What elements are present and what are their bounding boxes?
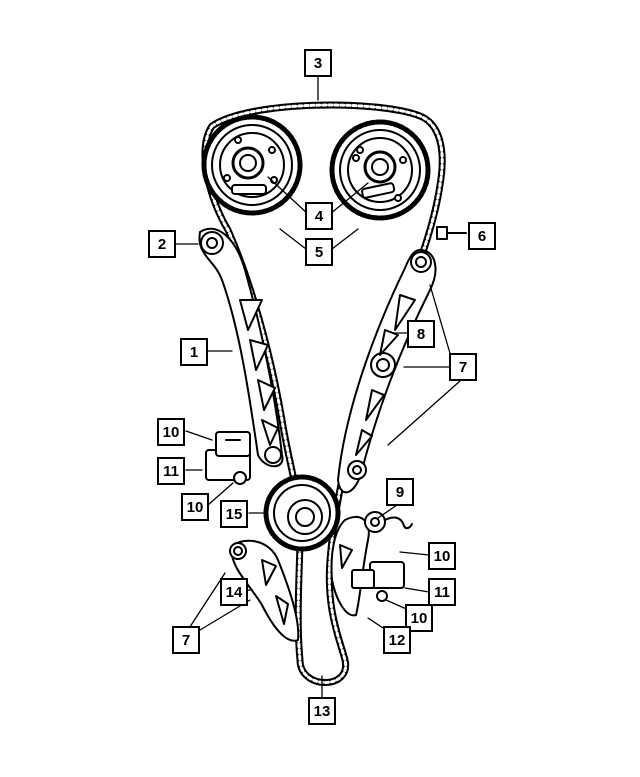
callout-5: 5 (305, 238, 333, 266)
callout-11-lower: 11 (428, 578, 456, 606)
callout-13: 13 (308, 697, 336, 725)
callout-9: 9 (386, 478, 414, 506)
callout-3: 3 (304, 49, 332, 77)
callout-1: 1 (180, 338, 208, 366)
callout-2: 2 (148, 230, 176, 258)
timing-chain (201, 101, 446, 686)
callout-10-mid: 10 (181, 493, 209, 521)
callout-15: 15 (220, 500, 248, 528)
callout-7-right: 7 (449, 353, 477, 381)
callout-4: 4 (305, 202, 333, 230)
callout-7-left: 7 (172, 626, 200, 654)
callout-6: 6 (468, 222, 496, 250)
callout-12: 12 (383, 626, 411, 654)
bolt (436, 226, 467, 240)
callout-8: 8 (407, 320, 435, 348)
upper-tensioner (205, 431, 251, 485)
callout-14: 14 (220, 578, 248, 606)
crankshaft-sprocket (263, 474, 341, 552)
lower-left-guide (229, 539, 300, 642)
callout-10-right: 10 (428, 542, 456, 570)
right-chain-guide (337, 249, 437, 494)
callout-10-upper: 10 (157, 418, 185, 446)
right-cam-sprocket (329, 119, 431, 221)
left-chain-guide (198, 227, 284, 468)
callout-11-upper: 11 (157, 457, 185, 485)
left-cam-sprocket (201, 114, 303, 216)
lower-right-tensioner (330, 511, 413, 617)
